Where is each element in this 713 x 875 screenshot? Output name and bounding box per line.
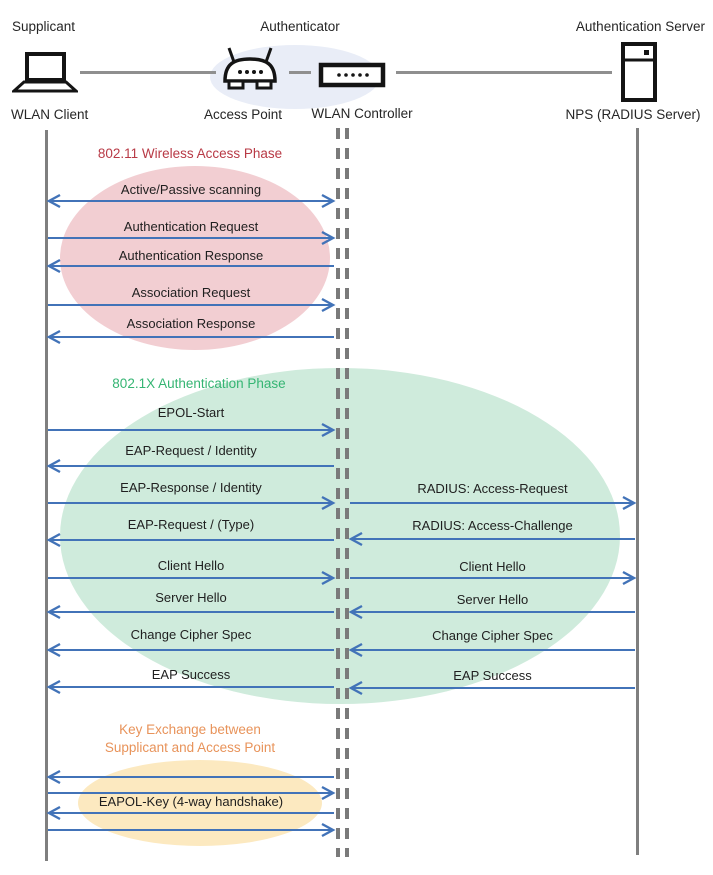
message-label: Client Hello <box>157 558 225 573</box>
message-arrow <box>348 531 635 547</box>
message-label: Client Hello <box>459 559 526 574</box>
message-arrow <box>350 570 637 586</box>
node-wlan-controller-label: WLAN Controller <box>311 106 413 121</box>
message-arrow <box>46 258 334 274</box>
message-arrow <box>48 230 336 246</box>
message-label: EAPOL-Key (4-way handshake) <box>98 794 284 809</box>
message-arrow <box>46 769 334 785</box>
message-arrow <box>46 679 334 695</box>
message-arrow <box>348 642 635 658</box>
message-arrow <box>46 805 334 821</box>
phase-ellipse-2 <box>60 368 620 704</box>
server-lifeline <box>636 128 639 855</box>
message-arrow <box>48 822 336 838</box>
role-authentication-server-label: Authentication Server <box>575 19 705 34</box>
role-supplicant-label: Supplicant <box>12 19 76 34</box>
phase-title-3: Supplicant and Access Point <box>104 740 276 755</box>
server-icon <box>620 42 658 107</box>
connector-line-right <box>396 71 612 74</box>
message-label: Server Hello <box>456 592 529 607</box>
message-arrow <box>348 604 635 620</box>
message-arrow <box>350 495 637 511</box>
message-label: EAP-Response / Identity <box>120 480 262 495</box>
message-label: Change Cipher Spec <box>432 628 553 643</box>
message-label: Authentication Request <box>123 219 259 234</box>
message-label: EAP Success <box>453 668 532 683</box>
controller-lifeline-dashed-left <box>336 128 340 857</box>
message-label: RADIUS: Access-Request <box>417 481 568 496</box>
message-arrow <box>46 532 334 548</box>
phase-ellipse-3 <box>78 760 322 846</box>
message-arrow <box>46 642 334 658</box>
role-authenticator-label: Authenticator <box>260 19 340 34</box>
message-label: EAP Success <box>151 667 231 682</box>
message-label: EPOL-Start <box>157 405 225 420</box>
phase-title-1: 802.11 Wireless Access Phase <box>97 146 283 161</box>
phase-ellipse-1 <box>60 166 330 350</box>
message-label: Authentication Response <box>118 248 264 263</box>
phase-title-2: 802.1X Authentication Phase <box>112 376 286 391</box>
message-arrow <box>46 604 334 620</box>
controller-lifeline-dashed-right <box>345 128 349 857</box>
message-label: EAP-Request / Identity <box>125 443 257 458</box>
laptop-icon <box>10 52 80 99</box>
message-label: EAP-Request / (Type) <box>127 517 255 532</box>
message-label: Association Request <box>131 285 251 300</box>
message-arrow <box>46 458 334 474</box>
message-arrow <box>46 329 334 345</box>
message-label: Active/Passive scanning <box>120 182 262 197</box>
message-label: Server Hello <box>155 590 227 605</box>
message-label: Change Cipher Spec <box>130 627 252 642</box>
node-wlan-client-label: WLAN Client <box>11 107 89 122</box>
message-arrow <box>48 785 336 801</box>
connector-line-left <box>80 71 216 74</box>
wlan-controller-icon <box>318 62 386 93</box>
message-arrow <box>48 495 336 511</box>
message-arrow <box>48 422 336 438</box>
node-access-point-label: Access Point <box>203 107 283 122</box>
message-label: RADIUS: Access-Challenge <box>412 518 573 533</box>
supplicant-lifeline <box>45 130 48 861</box>
message-label: Association Response <box>126 316 256 331</box>
phase-title-3: Key Exchange between <box>119 722 261 737</box>
node-nps-radius-server-label: NPS (RADIUS Server) <box>565 107 701 122</box>
message-arrow <box>48 297 336 313</box>
message-arrow <box>48 570 336 586</box>
access-point-icon <box>220 46 280 97</box>
connector-line-middle <box>289 71 311 74</box>
message-arrow <box>46 193 336 209</box>
message-arrow <box>348 680 635 696</box>
